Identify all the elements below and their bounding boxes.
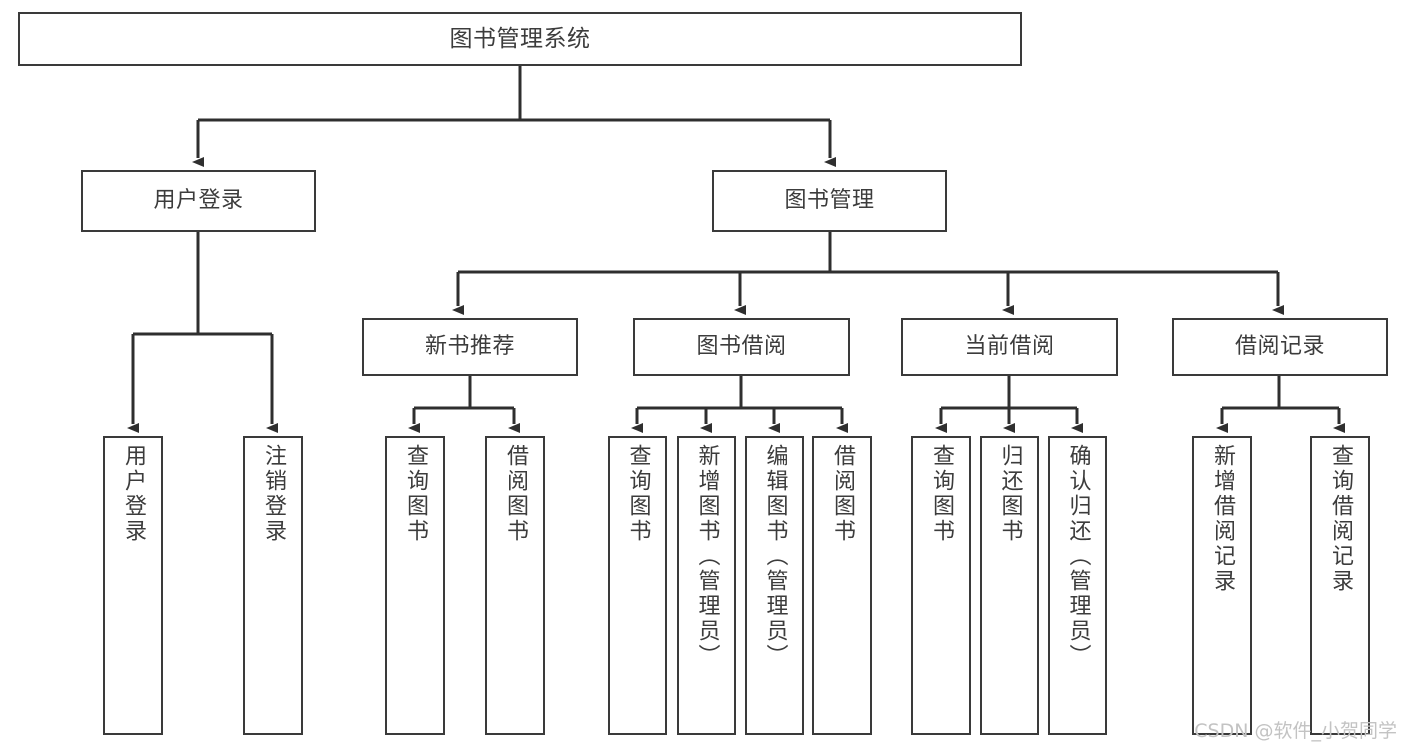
leaf-add-record[interactable]: 新增借阅记录 [1192, 436, 1252, 735]
leaf-user-login[interactable]: 用户登录 [103, 436, 163, 735]
leaf-query-book-3[interactable]: 查询图书 [911, 436, 971, 735]
leaf-query-book-2-label: 查询图书 [625, 444, 651, 544]
node-user-login-label: 用户登录 [153, 188, 244, 214]
node-book-borrow-label: 图书借阅 [696, 334, 787, 360]
leaf-logout-login-label: 注销登录 [261, 444, 286, 544]
leaf-query-book-1-label: 查询图书 [403, 444, 428, 544]
leaf-query-book-3-label: 查询图书 [929, 444, 954, 544]
node-current-borrow[interactable]: 当前借阅 [901, 318, 1118, 376]
leaf-borrow-book-2-label: 借阅图书 [830, 444, 855, 544]
leaf-edit-book[interactable]: 编辑图书（管理员） [745, 436, 804, 735]
node-borrow-record-label: 借阅记录 [1234, 334, 1325, 360]
leaf-add-book-label: 新增图书（管理员） [694, 444, 720, 669]
leaf-query-book-1[interactable]: 查询图书 [385, 436, 445, 735]
leaf-edit-book-label: 编辑图书（管理员） [762, 444, 788, 669]
node-root[interactable]: 图书管理系统 [18, 12, 1022, 66]
node-new-book-recommend[interactable]: 新书推荐 [362, 318, 578, 376]
watermark: CSDN @软件_小贺同学 [1194, 720, 1397, 742]
node-borrow-record[interactable]: 借阅记录 [1172, 318, 1388, 376]
leaf-query-book-2[interactable]: 查询图书 [608, 436, 667, 735]
node-root-label: 图书管理系统 [449, 25, 591, 52]
leaf-add-record-label: 新增借阅记录 [1210, 444, 1235, 594]
leaf-borrow-book-1-label: 借阅图书 [503, 444, 528, 544]
leaf-return-book[interactable]: 归还图书 [980, 436, 1039, 735]
node-book-borrow[interactable]: 图书借阅 [633, 318, 850, 376]
node-current-borrow-label: 当前借阅 [964, 334, 1055, 360]
node-new-book-recommend-label: 新书推荐 [424, 334, 515, 360]
node-user-login[interactable]: 用户登录 [81, 170, 316, 232]
node-book-manage[interactable]: 图书管理 [712, 170, 947, 232]
leaf-return-book-label: 归还图书 [997, 444, 1023, 544]
leaf-logout-login[interactable]: 注销登录 [243, 436, 303, 735]
node-book-manage-label: 图书管理 [784, 188, 875, 214]
leaf-query-record[interactable]: 查询借阅记录 [1310, 436, 1370, 735]
leaf-add-book[interactable]: 新增图书（管理员） [677, 436, 736, 735]
leaf-user-login-label: 用户登录 [121, 444, 146, 544]
leaf-query-record-label: 查询借阅记录 [1328, 444, 1353, 594]
leaf-borrow-book-2[interactable]: 借阅图书 [812, 436, 872, 735]
leaf-confirm-return[interactable]: 确认归还（管理员） [1048, 436, 1107, 735]
leaf-confirm-return-label: 确认归还（管理员） [1065, 444, 1091, 669]
leaf-borrow-book-1[interactable]: 借阅图书 [485, 436, 545, 735]
